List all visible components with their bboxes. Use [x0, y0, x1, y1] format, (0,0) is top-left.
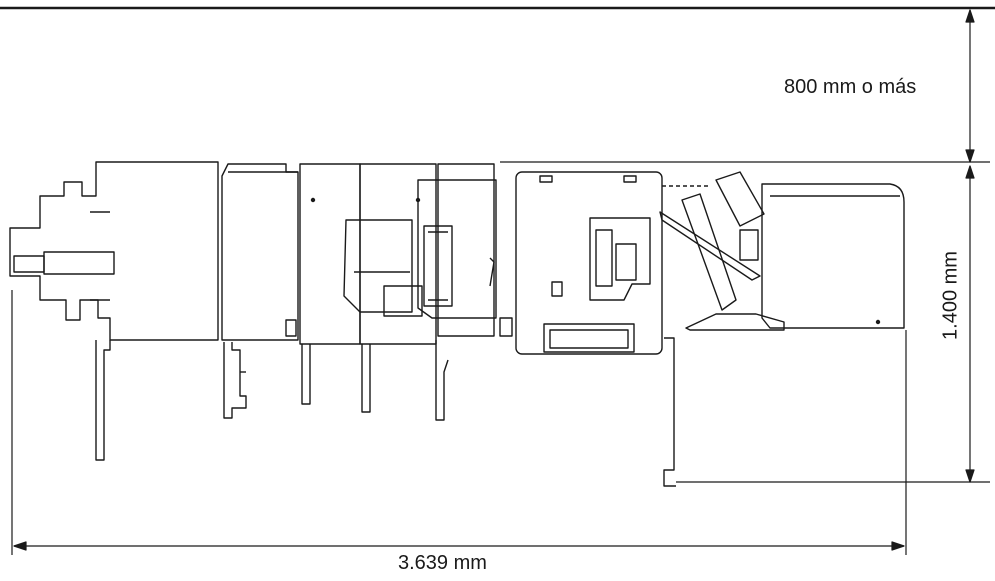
width-dimension	[11, 290, 907, 555]
depth-label: 1.400 mm	[939, 251, 962, 340]
scanner-unit	[659, 171, 905, 331]
third-unit	[299, 163, 361, 405]
depth-dimension	[676, 165, 990, 483]
clearance-label: 800 mm o más	[784, 76, 917, 98]
width-label: 3.639 mm	[398, 552, 487, 574]
left-stacker-unit	[9, 161, 219, 461]
fifth-unit	[383, 163, 513, 421]
second-unit	[221, 163, 299, 419]
main-printer	[515, 171, 676, 487]
clearance-dimension	[500, 9, 990, 163]
